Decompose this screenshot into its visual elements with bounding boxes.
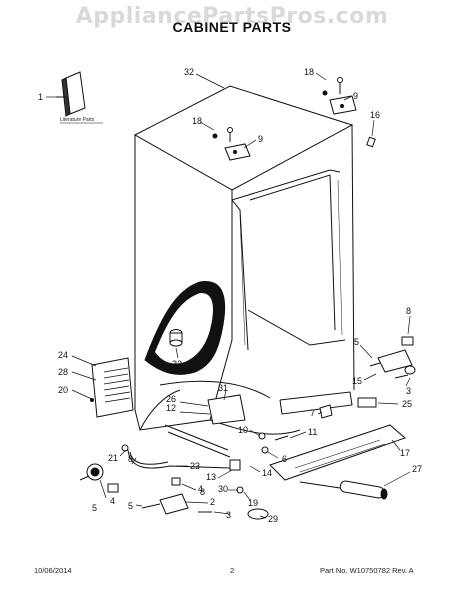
callout-3: 3	[406, 386, 411, 396]
watermark: AppliancePartsPros.com	[75, 4, 389, 29]
top-hinge-left	[212, 127, 251, 161]
callout-12: 12	[166, 403, 176, 413]
callout-19: 19	[248, 498, 258, 508]
callout-2: 2	[210, 497, 215, 507]
callout-29: 29	[268, 514, 278, 524]
callout-8: 8	[200, 487, 205, 497]
callout-22: 22	[172, 359, 182, 369]
callout-9: 9	[353, 91, 358, 101]
callout-labels: 1 32 18 9 16 18 9 8 5 24 28 20 22 15 3 2…	[38, 67, 422, 524]
clip-16	[366, 136, 376, 148]
leader-lines	[46, 72, 411, 519]
callout-10: 10	[238, 425, 248, 435]
control-box	[90, 357, 134, 418]
callout-8: 8	[128, 454, 133, 464]
callout-9: 9	[258, 134, 263, 144]
callout-28: 28	[58, 367, 68, 377]
callout-5: 5	[128, 501, 133, 511]
top-hinge-right	[322, 77, 357, 115]
lower-left-hinge	[79, 463, 269, 520]
callout-14: 14	[262, 468, 272, 478]
callout-32: 32	[184, 67, 194, 77]
callout-27: 27	[412, 464, 422, 474]
callout-16: 16	[370, 110, 380, 120]
callout-21: 21	[108, 453, 118, 463]
callout-4: 4	[198, 484, 203, 494]
callout-1: 1	[38, 92, 43, 102]
literature-parts-illustration: Literature Parts	[56, 71, 103, 124]
callout-24: 24	[58, 350, 68, 360]
footer-part-number: Part No. W10750782 Rev. A	[320, 566, 414, 575]
footer-page-number: 2	[230, 566, 235, 575]
footer-date: 10/06/2014	[34, 566, 72, 575]
callout-31: 31	[218, 383, 228, 393]
callout-18: 18	[192, 116, 202, 126]
callout-26: 26	[166, 394, 176, 404]
callout-18: 18	[304, 67, 314, 77]
callout-13: 13	[206, 472, 216, 482]
page-title: CABINET PARTS	[172, 19, 292, 35]
callout-3: 3	[226, 510, 231, 520]
literature-label: Literature Parts	[60, 117, 95, 123]
water-filter	[299, 480, 388, 500]
right-door-hinge	[357, 336, 416, 408]
callout-5: 5	[92, 503, 97, 513]
callout-15: 15	[352, 376, 362, 386]
callout-25: 25	[402, 399, 412, 409]
callout-17: 17	[400, 448, 410, 458]
callout-11: 11	[308, 427, 317, 437]
callout-8: 8	[406, 306, 411, 316]
cabinet-body	[133, 85, 355, 435]
callout-20: 20	[58, 385, 68, 395]
callout-7: 7	[310, 408, 315, 418]
callout-4: 4	[110, 496, 115, 506]
callout-30: 30	[218, 484, 228, 494]
bottom-parts	[164, 394, 406, 481]
callout-6: 6	[282, 454, 287, 464]
water-line	[121, 444, 241, 471]
callout-5: 5	[354, 337, 359, 347]
callout-23: 23	[190, 461, 200, 471]
